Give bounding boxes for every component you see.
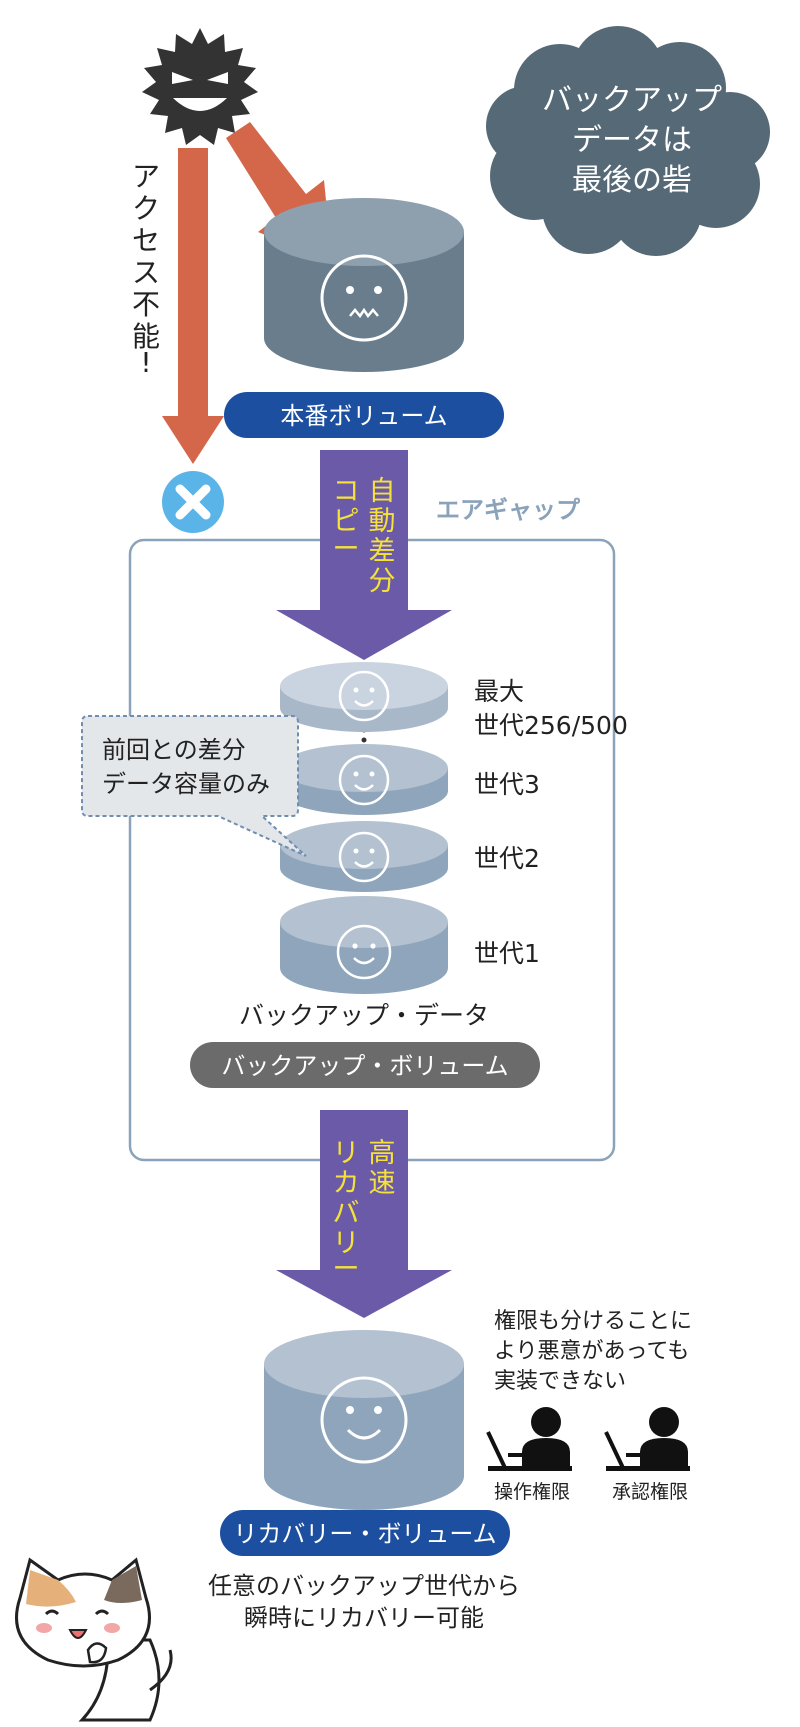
worried-face-icon xyxy=(320,254,408,342)
recovery-arrow-char: リ xyxy=(333,1228,360,1259)
recovery-arrow-char: ー xyxy=(333,1254,360,1285)
backup-volume-label: バックアップ・ボリューム xyxy=(221,1052,508,1080)
cloud-line: バックアップ xyxy=(542,83,722,118)
production-volume-pill: 本番ボリューム xyxy=(224,392,504,438)
approver-user-icon xyxy=(604,1407,690,1471)
generation-max-label: 最大 xyxy=(474,677,524,706)
copy-arrow-char: 差 xyxy=(369,536,396,567)
backup-data-label: バックアップ・データ xyxy=(239,1001,489,1030)
recovery-arrow-char: カ xyxy=(333,1168,360,1199)
attack-arrow-airgap xyxy=(162,148,224,464)
recovery-arrow: 高 速 リ カ バ リ ー xyxy=(276,1110,452,1318)
recovery-arrow-char: バ xyxy=(333,1198,360,1229)
cloud-line: データは xyxy=(572,123,692,158)
backup-volume-pill: バックアップ・ボリューム xyxy=(190,1042,540,1088)
permission-note-line: より悪意があっても xyxy=(494,1339,689,1364)
copy-arrow-char: コ xyxy=(333,476,360,507)
callout-line: 前回との差分 xyxy=(102,736,246,764)
access-denied-char: 不 xyxy=(132,288,160,321)
copy-arrow-char: 自 xyxy=(369,476,396,507)
generation-2-label: 世代2 xyxy=(474,844,540,873)
copy-arrow-char: 分 xyxy=(369,566,396,597)
generation-1-label: 世代1 xyxy=(474,939,540,968)
air-gap-label: エアギャップ xyxy=(436,496,581,524)
access-denied-char: セ xyxy=(132,224,160,257)
copy-arrow-char: ピ xyxy=(333,506,360,537)
cloud-line: 最後の砦 xyxy=(572,163,692,198)
access-denied-char: ! xyxy=(140,346,151,379)
recovery-arrow-char: 高 xyxy=(369,1138,396,1169)
generation-max-label: 世代256/500 xyxy=(474,711,628,740)
access-denied-char: 能 xyxy=(132,320,160,353)
access-denied-text: ア ク セ ス 不 能 ! xyxy=(132,160,160,379)
caption-line: 任意のバックアップ世代から xyxy=(208,1572,520,1600)
recovery-volume-label: リカバリー・ボリューム xyxy=(233,1520,496,1548)
production-volume-cylinder xyxy=(264,198,464,372)
smile-face-icon xyxy=(336,924,392,980)
approver-permission-label: 承認権限 xyxy=(612,1481,688,1503)
recovery-volume-pill: リカバリー・ボリューム xyxy=(220,1510,510,1556)
happy-face-icon xyxy=(320,1376,408,1464)
production-volume-label: 本番ボリューム xyxy=(280,402,447,430)
operator-user-icon xyxy=(486,1407,572,1471)
copy-arrow-char: 動 xyxy=(369,506,396,537)
generation-3-label: 世代3 xyxy=(474,770,540,799)
recovery-arrow-char: 速 xyxy=(369,1168,396,1199)
access-denied-char: ク xyxy=(132,192,160,225)
callout-line: データ容量のみ xyxy=(102,770,270,798)
access-denied-char: ス xyxy=(132,256,160,289)
copy-arrow-char: ー xyxy=(333,534,360,565)
cloud-callout: バックアップ データは 最後の砦 xyxy=(486,26,770,256)
generation-max-disc xyxy=(280,662,448,732)
smile-face-icon xyxy=(338,670,390,722)
cat-mascot-icon xyxy=(15,1557,173,1722)
smile-face-icon xyxy=(338,831,390,883)
smile-face-icon xyxy=(338,754,390,806)
recovery-volume-cylinder xyxy=(264,1330,464,1510)
access-denied-char: ア xyxy=(132,160,160,193)
recovery-arrow-char: リ xyxy=(333,1138,360,1169)
caption-line: 瞬時にリカバリー可能 xyxy=(244,1604,484,1632)
operator-permission-label: 操作権限 xyxy=(494,1481,570,1503)
generation-1-disc xyxy=(280,896,448,994)
virus-icon xyxy=(142,28,258,145)
generation-3-disc xyxy=(280,744,448,815)
permission-note-line: 権限も分けることに xyxy=(494,1309,692,1334)
generation-2-disc xyxy=(280,821,448,892)
copy-arrow: 自 動 差 分 コ ピ ー xyxy=(276,450,452,660)
blocked-icon xyxy=(162,471,224,533)
permission-note-line: 実装できない xyxy=(494,1369,626,1394)
diff-callout: 前回との差分 データ容量のみ xyxy=(81,715,307,857)
